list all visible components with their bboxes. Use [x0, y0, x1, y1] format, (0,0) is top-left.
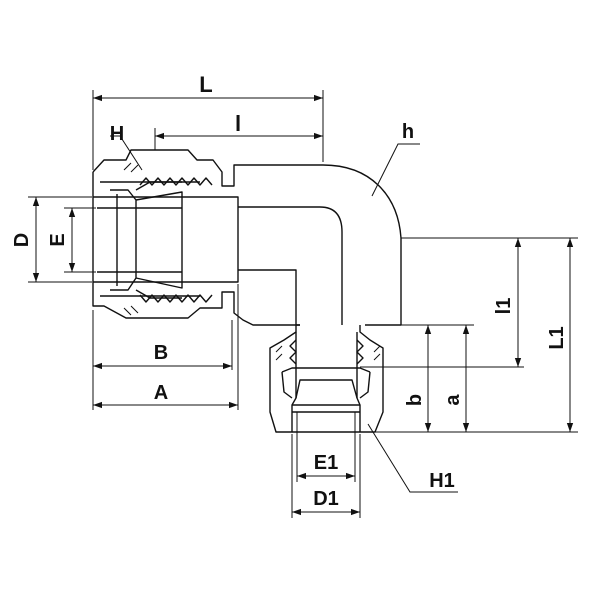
label-D: D — [11, 233, 33, 247]
label-l: l — [235, 111, 241, 136]
label-D1: D1 — [313, 488, 339, 510]
label-a: a — [442, 394, 464, 406]
label-E1: E1 — [314, 452, 338, 474]
dimension-labels: L l H h D E B A l1 L1 b a E1 D1 H1 — [11, 72, 568, 510]
label-H: H — [110, 123, 124, 145]
leader-h — [371, 143, 420, 197]
label-H1: H1 — [429, 470, 455, 492]
label-b: b — [404, 394, 426, 406]
fitting-outline — [92, 149, 402, 433]
label-l1: l1 — [493, 298, 515, 315]
label-L1: L1 — [546, 326, 568, 349]
leader-H — [110, 135, 143, 171]
dimension-lines — [32, 94, 574, 516]
label-L: L — [199, 72, 212, 97]
hatch-marks — [123, 162, 381, 361]
label-A: A — [154, 382, 168, 404]
label-E: E — [47, 233, 69, 246]
leader-H1 — [367, 423, 458, 493]
label-h: h — [402, 121, 414, 143]
label-B: B — [154, 342, 168, 364]
leader-lines — [110, 135, 458, 493]
